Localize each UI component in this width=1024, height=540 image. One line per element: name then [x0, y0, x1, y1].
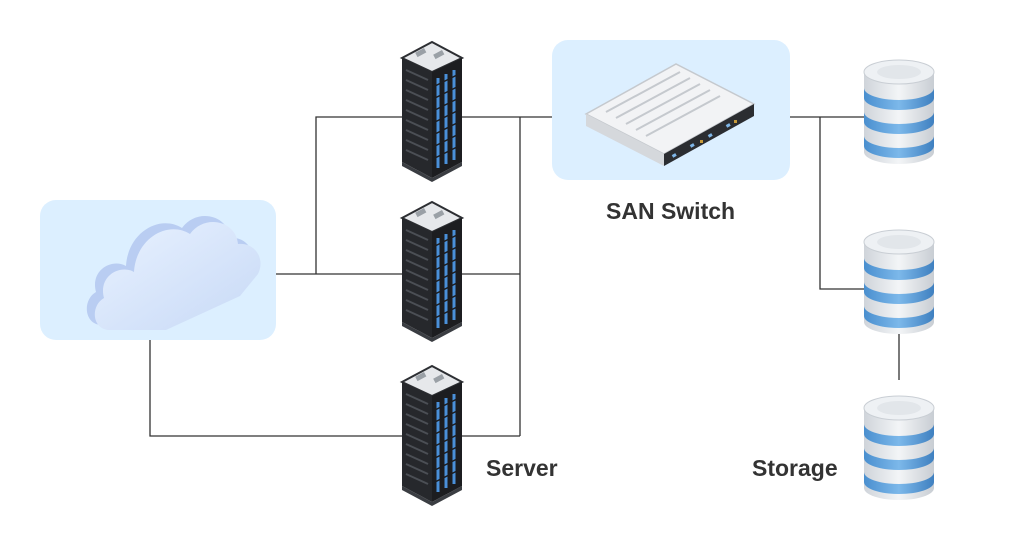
server-rack-1 — [400, 40, 464, 184]
cloud-node — [40, 200, 276, 340]
server-rack-icon — [400, 200, 464, 344]
server-rack-icon — [400, 40, 464, 184]
database-icon — [863, 395, 935, 501]
database-icon — [863, 59, 935, 165]
server-rack-3 — [400, 364, 464, 508]
san-switch-label: SAN Switch — [606, 198, 736, 224]
storage-label: Storage — [752, 455, 838, 481]
storage-disk-1 — [863, 59, 935, 165]
network-switch-icon — [584, 63, 756, 166]
storage-disk-3 — [863, 395, 935, 501]
database-icon — [863, 229, 935, 335]
server-rack-icon — [400, 364, 464, 508]
cloud-icon — [86, 215, 261, 330]
server-label: Server — [486, 455, 558, 481]
storage-disk-2 — [863, 229, 935, 335]
server-rack-2 — [400, 200, 464, 344]
san-switch-node — [552, 40, 790, 180]
connector-lines — [149, 116, 900, 437]
